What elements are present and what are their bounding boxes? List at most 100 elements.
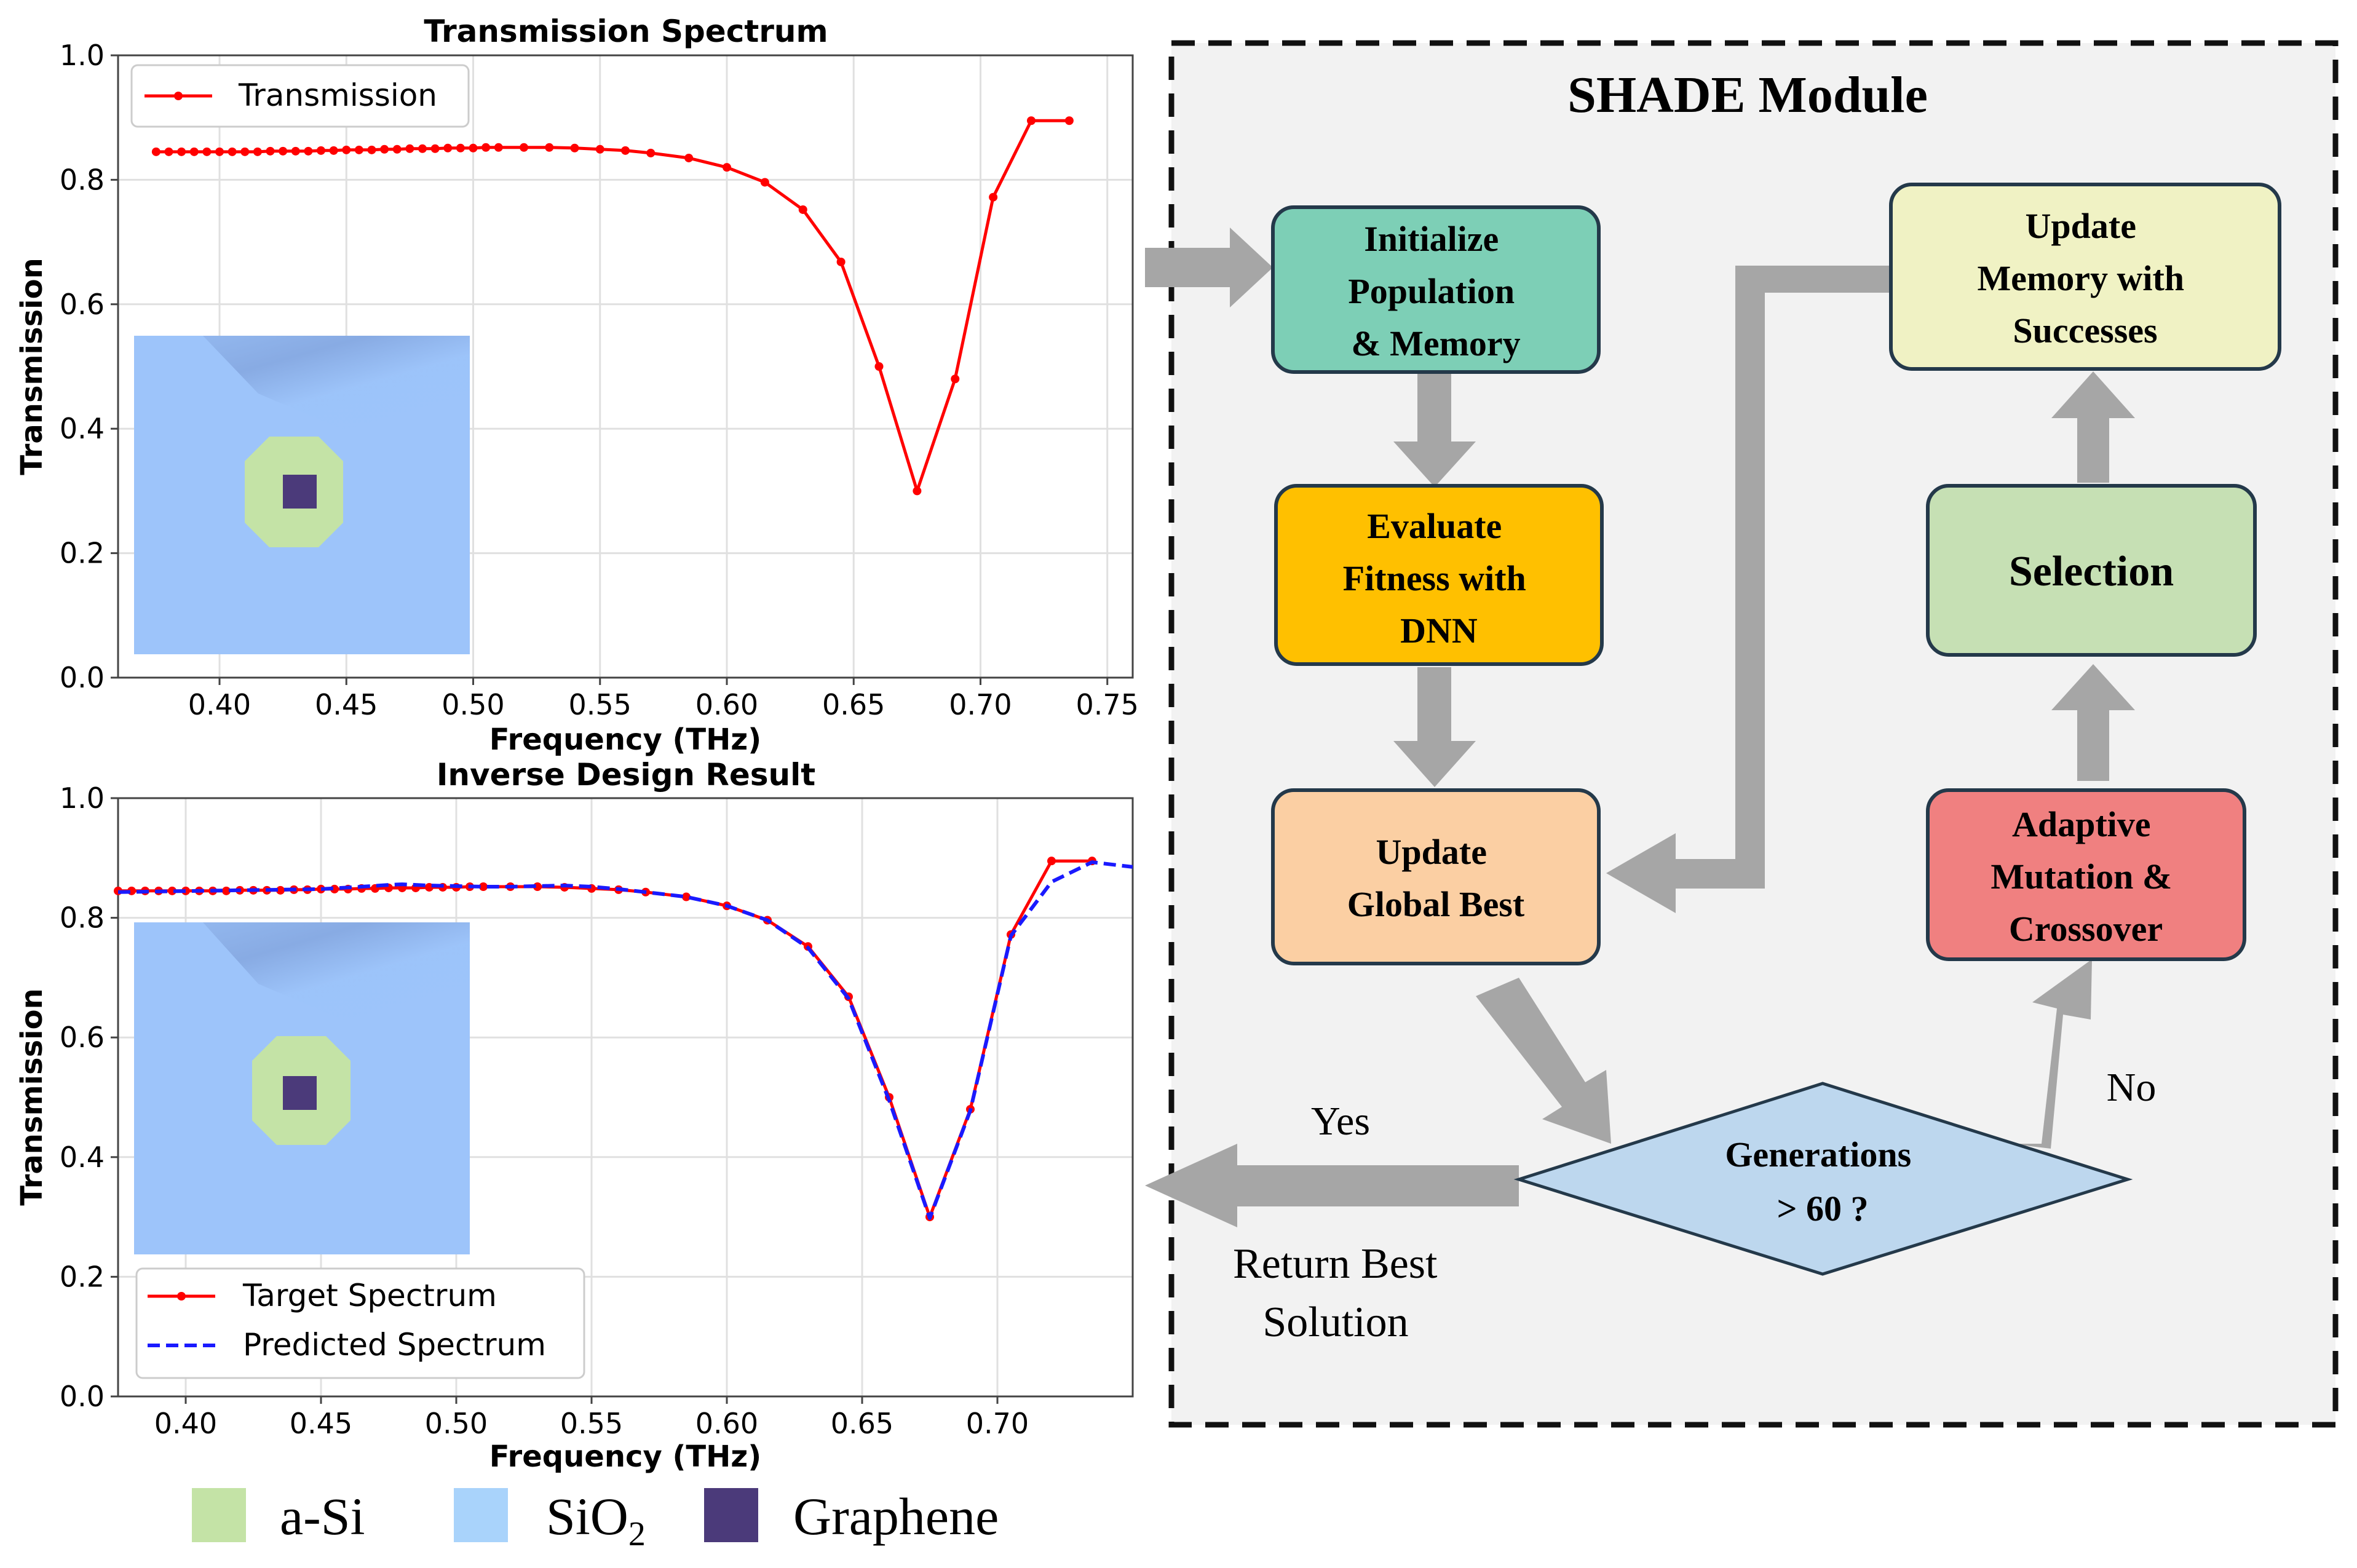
- x-tick-label: 0.40: [154, 1407, 217, 1440]
- node-line: Adaptive: [2012, 804, 2151, 844]
- y-tick-label: 0.6: [60, 288, 105, 321]
- return-label-line: Return Best: [1233, 1240, 1438, 1288]
- y-tick-label: 0.8: [60, 901, 105, 935]
- data-point: [621, 146, 630, 155]
- data-point: [570, 143, 579, 152]
- y-axis-label: Transmission: [15, 988, 49, 1205]
- shade-module-diagram: SHADE Module Initialize: [1145, 40, 2339, 1428]
- node-line: DNN: [1400, 611, 1478, 651]
- data-point: [1027, 116, 1036, 125]
- chart-title: Inverse Design Result: [437, 757, 815, 793]
- svg-text:Return Best Solution: Return Best Solution: [1233, 1240, 1448, 1346]
- legend-label: Transmission: [238, 77, 437, 113]
- data-point: [181, 886, 190, 895]
- data-point: [189, 147, 199, 156]
- x-tick-label: 0.50: [442, 688, 504, 721]
- data-point: [520, 143, 528, 152]
- data-point: [913, 486, 922, 496]
- transmission-spectrum-chart: Transmission Spectrum: [15, 14, 1139, 757]
- x-tick-label: 0.70: [949, 688, 1012, 721]
- flow-arrows: [1145, 228, 2135, 1227]
- node-selection: Selection: [1926, 484, 2257, 657]
- data-point: [545, 143, 554, 152]
- data-point: [276, 885, 285, 895]
- x-tick-label: 0.55: [569, 688, 632, 721]
- data-point: [222, 886, 231, 895]
- arrow-memory-to-global: [1606, 266, 1891, 913]
- data-point: [367, 145, 376, 154]
- return-label-line: Solution: [1262, 1299, 1408, 1346]
- data-point: [418, 144, 427, 153]
- no-label: No: [2107, 1065, 2157, 1110]
- node-line: Fitness with: [1343, 558, 1526, 598]
- node-line: Population: [1348, 271, 1515, 311]
- a-si-label: a-Si: [280, 1487, 365, 1546]
- graphene-label: Graphene: [793, 1487, 999, 1546]
- node-line: Memory with: [1977, 258, 2184, 298]
- data-point: [329, 146, 338, 155]
- x-tick-label: 0.60: [695, 1407, 758, 1440]
- data-point: [989, 192, 998, 202]
- x-tick-label: 0.40: [188, 688, 251, 721]
- data-point: [1064, 116, 1074, 125]
- plot-frame: [117, 54, 1134, 679]
- svg-text:Update Memory with: Update Memory with Successes: [1977, 206, 2193, 350]
- data-point: [1047, 857, 1056, 866]
- y-tick-label: 0.4: [60, 1141, 105, 1174]
- node-line: Successes: [2013, 311, 2157, 350]
- legend: Target Spectrum Predicted Spectrum: [135, 1267, 585, 1379]
- arrow-yes-return: [1145, 1144, 1519, 1227]
- data-point: [202, 147, 212, 156]
- data-point: [682, 892, 691, 901]
- data-point: [723, 163, 731, 172]
- unit-cell-inset-image: [134, 922, 470, 1254]
- data-point: [317, 146, 325, 155]
- data-point: [425, 882, 434, 892]
- data-point: [164, 147, 173, 156]
- graphene-swatch: [704, 1488, 758, 1542]
- node-line: Selection: [2009, 548, 2174, 595]
- y-tick-label: 0.8: [60, 163, 105, 196]
- data-point: [177, 147, 186, 156]
- data-point: [798, 205, 807, 214]
- node-line: Global Best: [1347, 884, 1525, 924]
- data-point: [304, 146, 313, 156]
- data-point: [469, 143, 478, 152]
- node-line: & Memory: [1351, 323, 1520, 363]
- a-si-swatch: [192, 1488, 246, 1542]
- data-point: [279, 146, 288, 156]
- graphene-square: [283, 475, 317, 509]
- x-tick-label: 0.65: [822, 688, 885, 721]
- data-point: [291, 146, 300, 156]
- y-tick-label: 0.2: [60, 537, 105, 570]
- data-point: [342, 145, 351, 154]
- x-tick-label: 0.50: [425, 1407, 488, 1440]
- data-point: [760, 178, 769, 187]
- svg-text:Evaluate Fitness with: Evaluate Fitness with DNN: [1343, 506, 1535, 651]
- data-point: [456, 143, 465, 152]
- y-tick-label: 0.2: [60, 1260, 105, 1293]
- y-tick-label: 0.4: [60, 412, 105, 445]
- y-tick-label: 0.6: [60, 1021, 105, 1054]
- arrow-mutation-to-selection: [2051, 664, 2135, 781]
- data-point: [380, 145, 389, 154]
- data-point: [354, 145, 363, 154]
- arrow-global-to-decision: [1476, 978, 1611, 1144]
- y-tick-label: 1.0: [60, 782, 105, 815]
- data-point: [595, 145, 604, 154]
- x-axis-label: Frequency (THz): [489, 1439, 761, 1474]
- data-point: [266, 146, 275, 156]
- legend-label: Target Spectrum: [242, 1278, 497, 1313]
- x-tick-label: 0.75: [1076, 688, 1139, 721]
- node-line: Update: [2026, 206, 2136, 246]
- x-tick-label: 0.70: [966, 1407, 1029, 1440]
- graphene-square: [283, 1076, 317, 1110]
- data-point: [430, 144, 440, 153]
- node-update-memory: Update Memory with Successes: [1889, 183, 2281, 371]
- data-point: [951, 374, 960, 384]
- arrow-init-to-evaluate: [1393, 369, 1476, 487]
